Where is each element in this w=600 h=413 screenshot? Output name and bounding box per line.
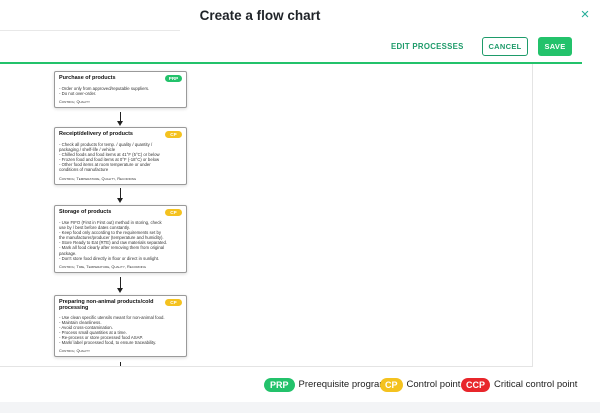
flow-node-step: - Maintain cleanliness.: [59, 319, 102, 325]
save-button[interactable]: SAVE: [538, 37, 572, 56]
flow-node-step: packaging / shelf-life / vehicle: [59, 147, 116, 153]
flow-node-step: - Don't store food directly in floor or …: [59, 255, 160, 261]
flow-node-step: - Do not over-order.: [59, 91, 97, 97]
flow-node-step: conditions of manufacture: [59, 167, 109, 173]
flow-node-title: Storage of products: [59, 209, 112, 215]
flow-node-step: - Avoid cross-contamination.: [59, 325, 113, 330]
flow-node-title: Receipt/delivery of products: [59, 131, 133, 137]
flow-node-title: Purchase of products: [59, 75, 116, 81]
arrow-down-icon: [117, 288, 123, 293]
legend-item-ccp: CCP Critical control point: [461, 378, 577, 392]
connector-line: [120, 188, 121, 198]
connector-line: [120, 112, 121, 121]
cancel-button[interactable]: CANCEL: [482, 37, 528, 56]
flow-node-step: - Store Ready to Eat (RTE) and raw mater…: [59, 240, 168, 246]
flow-node-receipt[interactable]: Receipt/delivery of products CP - Check …: [54, 127, 187, 185]
legend-label: Critical control point: [494, 379, 578, 390]
flow-node-step: - Mark all food clearly after removing t…: [59, 245, 165, 251]
flow-node-purchase[interactable]: Purchase of products PRP - Order only fr…: [54, 71, 187, 109]
flow-node-step: - Chilled foods and food items at 41°F (…: [59, 152, 160, 158]
prp-badge: PRP: [264, 378, 295, 392]
flow-node-step: - Frozen food and food items at 0°F (-18…: [59, 157, 160, 163]
flow-node-controls: Control; Time, Temperature, Quality, Rec…: [59, 263, 147, 269]
connector-line: [120, 362, 121, 366]
modal-title: Create a flow chart: [199, 8, 321, 23]
cp-badge: CP: [165, 299, 182, 306]
flow-node-controls: Control; Temperature, Quality, Recording: [59, 175, 137, 181]
connector-line: [120, 277, 121, 288]
cp-badge: CP: [165, 131, 182, 138]
flow-node-step: - Process small quantities at a time.: [59, 330, 127, 336]
legend-label: Prerequisite program: [298, 379, 388, 390]
close-icon[interactable]: ×: [580, 6, 590, 23]
cp-badge: CP: [165, 209, 182, 216]
edit-processes-button[interactable]: EDIT PROCESSES: [391, 42, 464, 51]
arrow-down-icon: [117, 121, 123, 126]
legend-item-prp: PRP Prerequisite program: [264, 378, 387, 392]
flow-node-step: - Keep food only according to the requir…: [59, 230, 161, 236]
flow-node-step: the manufacturer/producer (temperature a…: [59, 235, 164, 241]
flow-node-step: package.: [59, 250, 77, 256]
legend-item-cp: CP Control point: [380, 378, 460, 392]
flow-node-step: - Order only from approved/reputable sup…: [59, 86, 150, 91]
flow-node-step: - Mark/ label processed food, to ensure …: [59, 340, 157, 346]
flowchart-canvas[interactable]: Purchase of products PRP - Order only fr…: [0, 64, 533, 367]
flow-node-step: - Use FIFO (First in First out) method i…: [59, 220, 162, 225]
flow-node-title: Preparing non-animal products/cold proce…: [59, 299, 154, 312]
flow-node-controls: Control; Quality: [59, 99, 91, 105]
flow-node-storage[interactable]: Storage of products CP - Use FIFO (First…: [54, 205, 187, 273]
flow-node-controls: Control; Quality: [59, 348, 91, 354]
flow-node-cold-processing[interactable]: Preparing non-animal products/cold proce…: [54, 295, 187, 358]
arrow-down-icon: [117, 198, 123, 203]
cp-badge: CP: [380, 378, 403, 392]
footer-band: [0, 402, 600, 413]
flow-node-step: - Use clean specific utensils meant for …: [59, 314, 165, 320]
flow-node-step: - Other food items at room temperature o…: [59, 162, 151, 168]
flow-node-step: use by / best before dates constantly.: [59, 225, 130, 231]
legend-label: Control point: [406, 379, 461, 390]
flow-node-step: - Re-process or store processed food ASA…: [59, 335, 143, 341]
accent-divider: [0, 62, 582, 64]
prp-badge: PRP: [165, 75, 182, 82]
ccp-badge: CCP: [461, 378, 491, 392]
flow-node-step: - Check all products for temp. / quality…: [59, 142, 153, 147]
title-divider: [0, 30, 180, 31]
